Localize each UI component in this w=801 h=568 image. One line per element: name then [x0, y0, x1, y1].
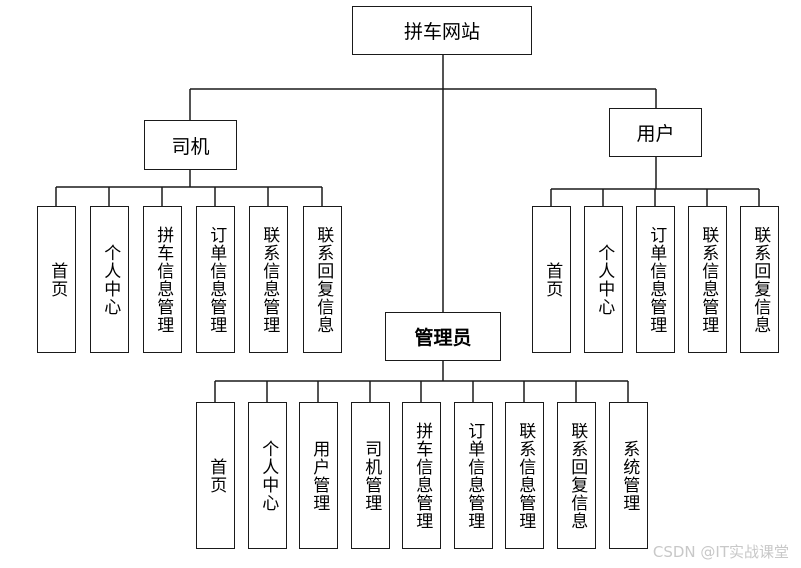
driver-node: 司机: [144, 120, 237, 170]
driver-child-home: 首页: [37, 206, 76, 353]
admin-child-user-mgmt: 用户管理: [299, 402, 338, 549]
admin-child-system-mgmt: 系统管理: [609, 402, 648, 549]
driver-child-contact-info: 联系信息管理: [249, 206, 288, 353]
user-child-profile: 个人中心: [584, 206, 623, 353]
root-node: 拼车网站: [352, 6, 532, 55]
driver-child-order-info: 订单信息管理: [196, 206, 235, 353]
user-child-order-info: 订单信息管理: [636, 206, 675, 353]
user-child-contact-info: 联系信息管理: [688, 206, 727, 353]
admin-child-order-info: 订单信息管理: [454, 402, 493, 549]
driver-child-contact-reply: 联系回复信息: [303, 206, 342, 353]
admin-child-contact-info: 联系信息管理: [505, 402, 544, 549]
user-child-contact-reply: 联系回复信息: [740, 206, 779, 353]
driver-child-profile: 个人中心: [90, 206, 129, 353]
admin-child-home: 首页: [196, 402, 235, 549]
admin-node: 管理员: [385, 312, 501, 361]
admin-child-profile: 个人中心: [248, 402, 287, 549]
watermark: CSDN @IT实战课堂: [652, 543, 789, 561]
user-child-home: 首页: [532, 206, 571, 353]
driver-child-carpool-info: 拼车信息管理: [143, 206, 182, 353]
admin-child-driver-mgmt: 司机管理: [351, 402, 390, 549]
admin-child-contact-reply: 联系回复信息: [557, 402, 596, 549]
user-node: 用户: [609, 108, 702, 157]
admin-child-carpool-info: 拼车信息管理: [402, 402, 441, 549]
